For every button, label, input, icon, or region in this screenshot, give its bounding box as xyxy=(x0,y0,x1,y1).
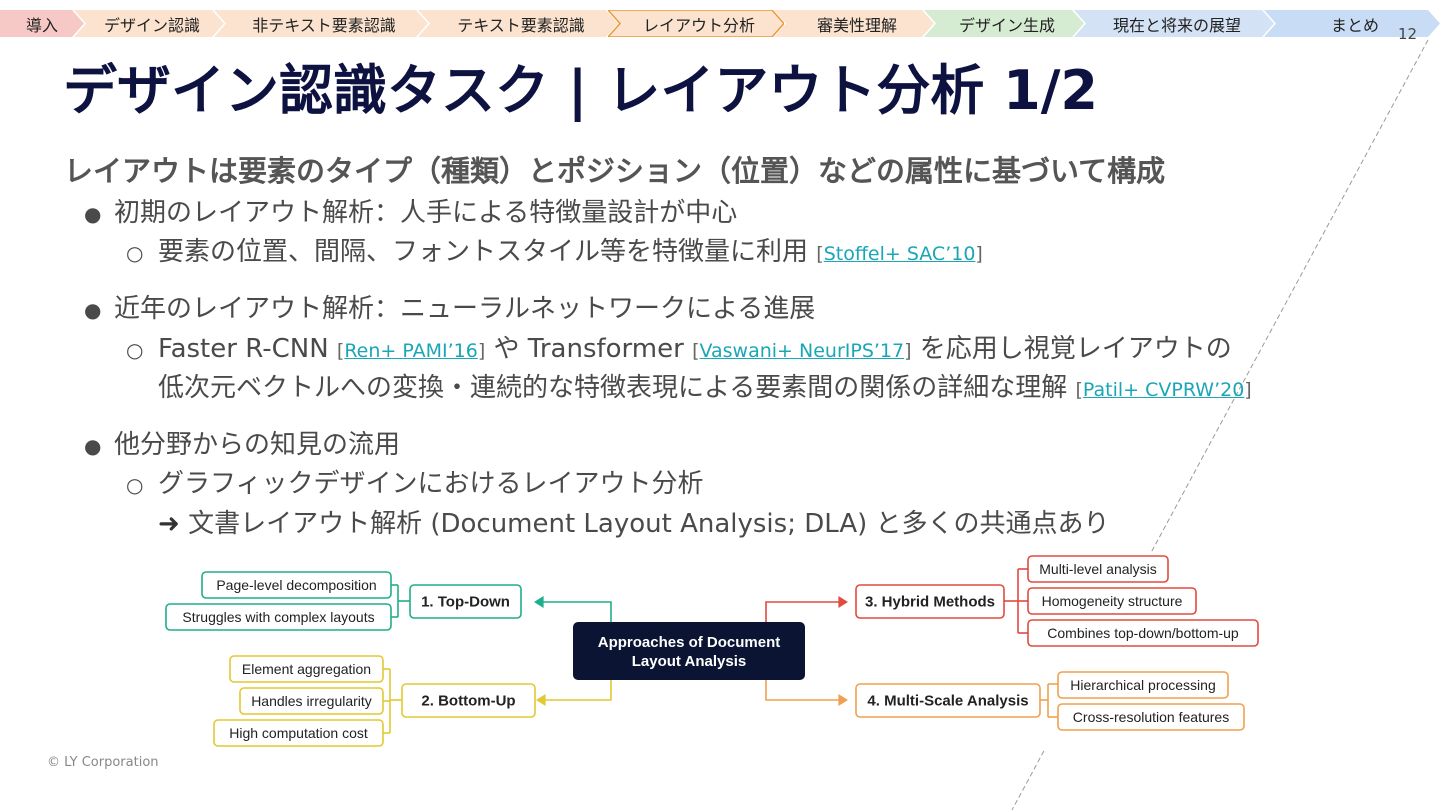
nav-item-outlook[interactable]: 現在と将来の展望 xyxy=(1074,10,1274,37)
bullet-other-fields: ●他分野からの知見の流用 xyxy=(84,430,401,460)
top-down-leaf-1-box xyxy=(201,571,392,599)
center-node-line1: Approaches of Document xyxy=(598,634,781,651)
page-number: 12 xyxy=(1398,25,1418,43)
hybrid-leaf-1-box xyxy=(1027,555,1169,583)
nav-item-design-recognition[interactable]: デザイン認識 xyxy=(74,10,224,37)
reference-link-ren[interactable]: Ren+ PAMI’16 xyxy=(344,340,478,362)
bottom-up-leaf-3-label: High computation cost xyxy=(229,725,368,741)
bottom-up-node-label: 2. Bottom-Up xyxy=(421,693,515,710)
nav-item-summary[interactable]: まとめ xyxy=(1264,10,1440,37)
multiscale-leaf-1-label: Hierarchical processing xyxy=(1070,677,1216,693)
hybrid-leaf-3-label: Combines top-down/bottom-up xyxy=(1047,625,1239,641)
bullet-dot-icon: ● xyxy=(84,298,102,322)
lead-statement: レイアウトは要素のタイプ（種類）とポジション（位置）などの属性に基づいて構成 xyxy=(64,154,1166,188)
top-down-leaf-2-box xyxy=(165,603,392,631)
multiscale-connector xyxy=(765,680,840,701)
bullet-early-analysis: ●初期のレイアウト解析：人手による特徴量設計が中心 xyxy=(84,198,738,228)
nav-item-aesthetics[interactable]: 審美性理解 xyxy=(774,10,934,37)
reference-link-stoffel[interactable]: Stoffel+ SAC’10 xyxy=(823,243,976,265)
sub-bullet-neural: ○Faster R-CNN [Ren+ PAMI’16] や Transform… xyxy=(126,334,1232,364)
bottom-up-leaf-1-box xyxy=(229,655,384,683)
reference-link-patil[interactable]: Patil+ CVPRW’20 xyxy=(1082,379,1245,401)
bullet-recent-analysis: ●近年のレイアウト解析：ニューラルネットワークによる進展 xyxy=(84,294,816,324)
sub-bullet-features: ○要素の位置、間隔、フォントスタイル等を特徴量に利用 [Stoffel+ SAC… xyxy=(126,237,983,267)
top-down-connector xyxy=(538,601,612,622)
bottom-up-connector xyxy=(544,680,612,701)
sub-bullet-neural-continued: 低次元ベクトルへの変換・連続的な特徴表現による要素間の関係の詳細な理解 [Pat… xyxy=(158,373,1252,403)
nav-item-design-generation[interactable]: デザイン生成 xyxy=(924,10,1084,37)
hybrid-leaf-3-box xyxy=(1027,619,1259,647)
top-down-node-label: 1. Top-Down xyxy=(421,594,510,611)
sub-bullet-circle-icon: ○ xyxy=(126,241,144,265)
hybrid-node-label: 3. Hybrid Methods xyxy=(865,594,995,611)
top-down-leaf-2-label: Struggles with complex layouts xyxy=(182,609,374,625)
reference-link-vaswani[interactable]: Vaswani+ NeurIPS’17 xyxy=(699,340,905,362)
sub-bullet-dla: ➜ 文書レイアウト解析 (Document Layout Analysis; D… xyxy=(158,509,1110,539)
nav-item-non-text-recognition[interactable]: 非テキスト要素認識 xyxy=(214,10,428,37)
hybrid-leaf-2-box xyxy=(1027,587,1197,615)
bullet-dot-icon: ● xyxy=(84,202,102,226)
copyright-notice: © LY Corporation xyxy=(47,755,159,770)
bottom-up-leaf-3-box xyxy=(213,719,384,747)
bottom-up-leaf-2-box xyxy=(239,687,384,715)
bottom-up-leaf-2-label: Handles irregularity xyxy=(251,693,372,709)
bullet-dot-icon: ● xyxy=(84,434,102,458)
hybrid-leaf-1-label: Multi-level analysis xyxy=(1039,561,1156,577)
multiscale-node-label: 4. Multi-Scale Analysis xyxy=(867,693,1028,710)
nav-item-text-recognition[interactable]: テキスト要素認識 xyxy=(418,10,618,37)
top-down-leaf-1-label: Page-level decomposition xyxy=(216,577,376,593)
center-node-box xyxy=(573,622,805,680)
section-navigation: 導入 デザイン認識 非テキスト要素認識 テキスト要素認識 レイアウト分析 審美性… xyxy=(0,10,1440,37)
multiscale-leaf-2-label: Cross-resolution features xyxy=(1073,709,1229,725)
bottom-up-leaf-1-label: Element aggregation xyxy=(242,661,371,677)
multiscale-leaf-1-box xyxy=(1057,671,1229,699)
bottom-up-arrowhead xyxy=(536,694,546,706)
right-arrow-icon: ➜ xyxy=(158,509,180,539)
sub-bullet-graphic-design: ○グラフィックデザインにおけるレイアウト分析 xyxy=(126,469,704,499)
hybrid-connector xyxy=(765,601,840,622)
top-down-arrowhead xyxy=(534,596,544,608)
multiscale-arrowhead xyxy=(838,694,848,706)
multiscale-leaf-2-box xyxy=(1057,703,1245,731)
hybrid-leaf-2-label: Homogeneity structure xyxy=(1042,593,1183,609)
hybrid-arrowhead xyxy=(838,596,848,608)
nav-item-intro[interactable]: 導入 xyxy=(0,10,84,37)
sub-bullet-circle-icon: ○ xyxy=(126,338,144,362)
center-node-line2: Layout Analysis xyxy=(632,653,746,670)
sub-bullet-circle-icon: ○ xyxy=(126,473,144,497)
nav-item-layout-analysis[interactable]: レイアウト分析 xyxy=(608,10,784,37)
slide-title: デザイン認識タスク | レイアウト分析 1/2 xyxy=(63,59,1098,122)
